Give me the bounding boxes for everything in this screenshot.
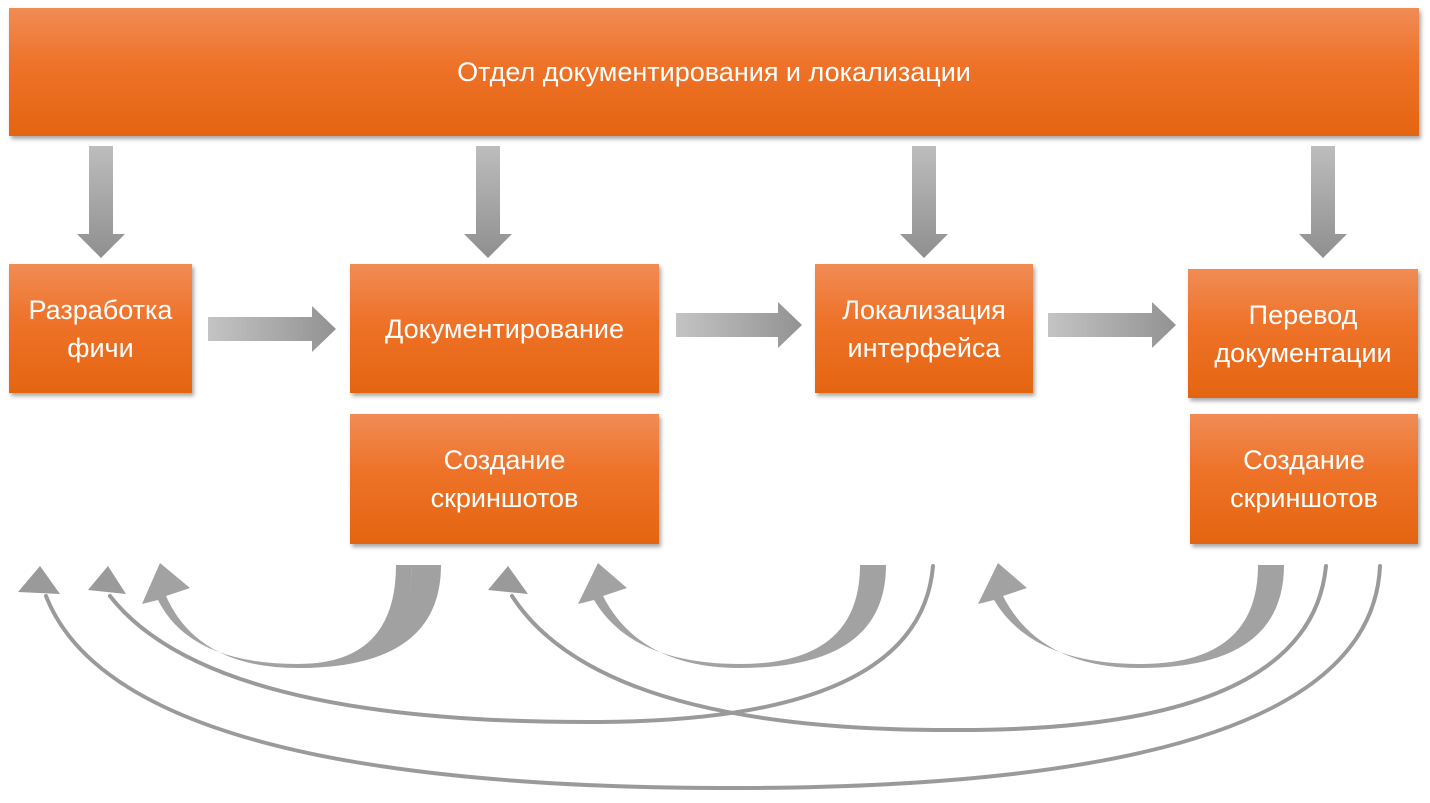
- down-arrow-loc: [900, 146, 948, 258]
- stage-feature-development: Разработка фичи: [9, 264, 192, 393]
- feedback-arc-loc-to-doc: [578, 563, 886, 668]
- long-arc-trans-to-dev: [44, 564, 1382, 791]
- down-arrow-trans: [1299, 146, 1347, 258]
- stage-label: Создание скриншотов: [1230, 445, 1378, 513]
- down-arrow-dev: [77, 146, 125, 258]
- stage-label: Перевод документации: [1214, 299, 1392, 368]
- stage-screenshots-documentation: Создание скриншотов: [350, 414, 659, 544]
- long-arc-head-dev-b: [18, 566, 60, 594]
- right-arrow-loc-trans: [1048, 302, 1176, 348]
- feedback-arc-doc-to-dev-1: [142, 563, 412, 668]
- down-arrow-doc: [464, 146, 512, 258]
- long-arc-loc-to-dev: [108, 564, 935, 725]
- stage-label: Локализация интерфейса: [842, 294, 1006, 363]
- right-arrow-dev-doc: [208, 306, 336, 352]
- stage-label: Создание скриншотов: [430, 445, 579, 513]
- feedback-arc-trans-to-loc: [978, 563, 1284, 668]
- stage-documentation: Документирование: [350, 264, 659, 393]
- long-arc-trans-to-doc: [510, 564, 1328, 733]
- long-arc-head-doc: [488, 566, 528, 594]
- feedback-arc-doc-to-dev-2: [298, 565, 441, 668]
- department-title: Отдел документирования и локализации: [457, 57, 971, 87]
- right-arrow-doc-loc: [676, 302, 802, 348]
- department-header: Отдел документирования и локализации: [9, 8, 1419, 136]
- stage-interface-localization: Локализация интерфейса: [815, 264, 1033, 393]
- stage-documentation-translation: Перевод документации: [1188, 269, 1418, 398]
- stage-label: Разработка фичи: [28, 294, 173, 363]
- stage-label: Документирование: [385, 313, 624, 344]
- long-arc-head-dev-a: [88, 566, 126, 594]
- stage-screenshots-translation: Создание скриншотов: [1190, 414, 1418, 544]
